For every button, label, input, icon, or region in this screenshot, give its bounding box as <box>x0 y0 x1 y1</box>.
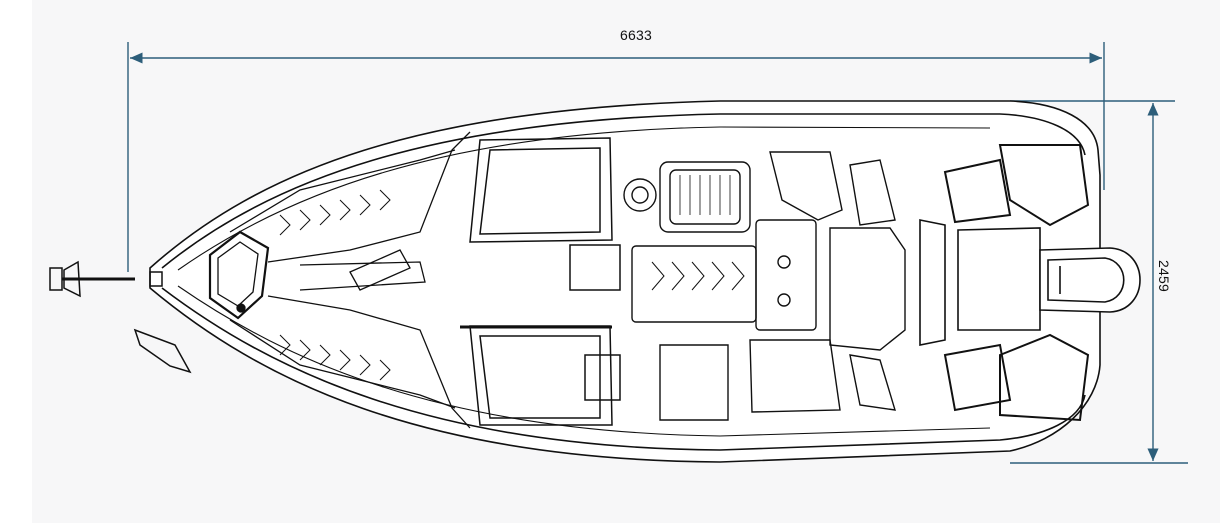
windshield-console <box>460 137 621 426</box>
length-dimension-label: 6633 <box>620 27 652 43</box>
beam-dimension-label: 2459 <box>1155 260 1172 292</box>
bow-hardware <box>49 260 192 374</box>
cockpit <box>631 151 906 421</box>
outboard-motor <box>1039 247 1141 313</box>
bow-deck <box>208 131 471 429</box>
hull <box>149 100 1101 463</box>
beam-dimension <box>1010 100 1188 464</box>
stern <box>919 144 1090 422</box>
helm-seat <box>623 161 751 233</box>
length-dimension <box>127 42 1105 272</box>
